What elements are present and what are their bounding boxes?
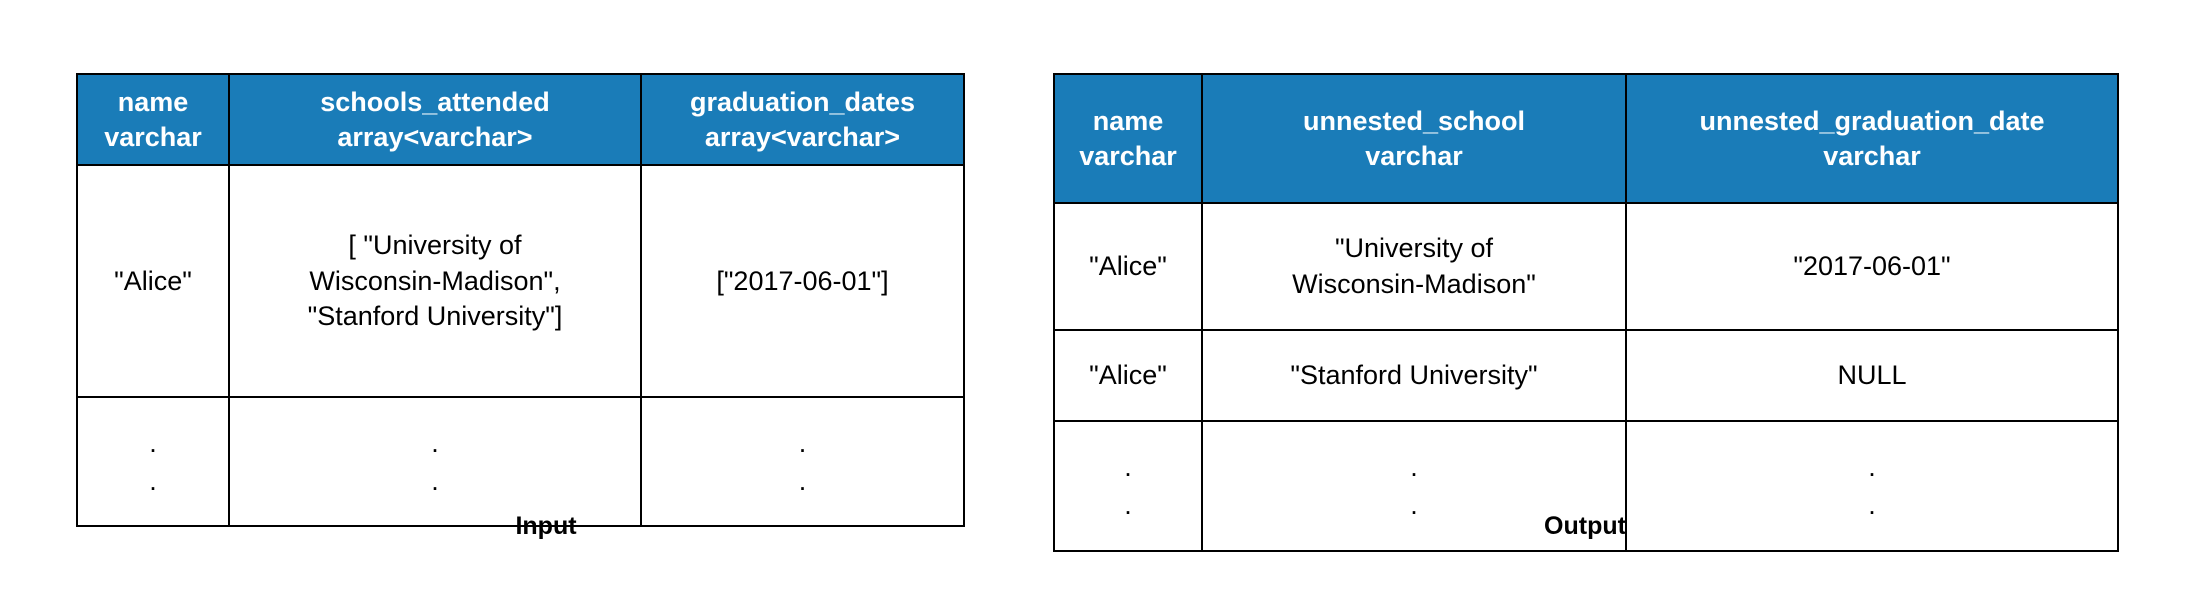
cell-schools-attended-ellipsis: . . (228, 396, 642, 528)
ellipsis-dot: . (1410, 452, 1418, 482)
cell-name: "Alice" (1053, 329, 1203, 422)
column-header-schools-attended-type: array<varchar> (337, 121, 533, 152)
column-header-unnested-graduation-date-label: unnested_graduation_date (1699, 105, 2045, 136)
cell-unnested-school-text: "Stanford University" (1290, 359, 1538, 390)
column-header-unnested-school: unnested_school varchar (1201, 73, 1627, 204)
cell-unnested-graduation-date: "2017-06-01" (1625, 202, 2119, 331)
cell-name-text: "Alice" (1089, 359, 1167, 390)
table-row-ellipsis: . . . . . . (76, 396, 965, 528)
column-header-schools-attended-label: schools_attended (320, 87, 550, 117)
table-row: "Alice" [ "University of Wisconsin-Madis… (76, 164, 965, 399)
cell-unnested-graduation-date: NULL (1625, 329, 2119, 422)
column-header-name-type: varchar (1079, 140, 1177, 171)
column-header-graduation-dates: graduation_dates array<varchar> (640, 72, 965, 167)
ellipsis-dot: . (1868, 490, 1876, 520)
ellipsis-dot: . (1868, 452, 1876, 482)
column-header-name: name varchar (1053, 73, 1203, 204)
column-header-unnested-graduation-date: unnested_graduation_date varchar (1625, 73, 2119, 204)
ellipsis-dot: . (149, 465, 157, 496)
output-table-block: name varchar unnested_school varchar unn… (1053, 73, 2119, 552)
input-table-header: name varchar schools_attended array<varc… (76, 72, 965, 167)
column-header-name: name varchar (76, 72, 230, 167)
cell-name-ellipsis: . . (76, 396, 230, 528)
vertical-ellipsis-icon: . . (650, 424, 955, 500)
table-row: "Alice" "University of Wisconsin-Madison… (1053, 202, 2119, 331)
column-header-name-label: name (117, 87, 189, 117)
ellipsis-dot: . (431, 427, 439, 458)
cell-name: "Alice" (76, 164, 230, 399)
column-header-graduation-dates-type: array<varchar> (704, 121, 901, 152)
cell-name-ellipsis: . . (1053, 420, 1203, 552)
cell-name-text: "Alice" (1089, 250, 1167, 281)
cell-graduation-dates-text: ["2017-06-01"] (716, 265, 889, 296)
header-row: name varchar schools_attended array<varc… (76, 72, 965, 167)
output-table-caption: Output (1544, 512, 1626, 540)
column-header-unnested-school-label: unnested_school (1302, 105, 1526, 136)
column-header-name-type: varchar (104, 121, 202, 152)
ellipsis-dot: . (798, 427, 807, 458)
column-header-unnested-school-type: varchar (1365, 140, 1463, 171)
cell-unnested-school: "University of Wisconsin-Madison" (1201, 202, 1627, 331)
vertical-ellipsis-icon: . . (86, 424, 220, 500)
output-table: name varchar unnested_school varchar unn… (1053, 73, 2119, 552)
output-table-header: name varchar unnested_school varchar unn… (1053, 73, 2119, 204)
column-header-schools-attended: schools_attended array<varchar> (228, 72, 642, 167)
column-header-unnested-graduation-date-type: varchar (1823, 140, 1921, 171)
cell-unnested-school-ellipsis: . . (1201, 420, 1627, 552)
table-row-ellipsis: . . . . . . (1053, 420, 2119, 552)
ellipsis-dot: . (1124, 490, 1132, 520)
vertical-ellipsis-icon: . . (1635, 448, 2109, 524)
input-table-caption: Input (515, 512, 577, 540)
cell-unnested-school-text: "University of Wisconsin-Madison" (1292, 233, 1536, 299)
input-table-block: name varchar schools_attended array<varc… (76, 72, 965, 528)
column-header-name-label: name (1092, 105, 1164, 136)
ellipsis-dot: . (1410, 490, 1418, 520)
cell-unnested-graduation-date-text: "2017-06-01" (1793, 250, 1951, 281)
cell-schools-attended: [ "University of Wisconsin-Madison", "St… (228, 164, 642, 399)
column-header-graduation-dates-label: graduation_dates (689, 87, 916, 117)
cell-unnested-graduation-date-text: NULL (1837, 359, 1907, 390)
vertical-ellipsis-icon: . . (1211, 448, 1617, 524)
cell-graduation-dates-ellipsis: . . (640, 396, 965, 528)
cell-name: "Alice" (1053, 202, 1203, 331)
cell-name-text: "Alice" (114, 265, 192, 296)
vertical-ellipsis-icon: . . (238, 424, 632, 500)
ellipsis-dot: . (431, 465, 439, 496)
cell-unnested-school: "Stanford University" (1201, 329, 1627, 422)
ellipsis-dot: . (1124, 452, 1132, 482)
output-table-body: "Alice" "University of Wisconsin-Madison… (1053, 202, 2119, 552)
cell-schools-attended-text: [ "University of Wisconsin-Madison", "St… (307, 230, 563, 331)
table-row: "Alice" "Stanford University" NULL (1053, 329, 2119, 422)
input-table-body: "Alice" [ "University of Wisconsin-Madis… (76, 164, 965, 528)
ellipsis-dot: . (798, 465, 807, 496)
vertical-ellipsis-icon: . . (1063, 448, 1193, 524)
cell-unnested-graduation-date-ellipsis: . . (1625, 420, 2119, 552)
input-table: name varchar schools_attended array<varc… (76, 72, 965, 528)
cell-graduation-dates: ["2017-06-01"] (640, 164, 965, 399)
ellipsis-dot: . (149, 427, 157, 458)
header-row: name varchar unnested_school varchar unn… (1053, 73, 2119, 204)
